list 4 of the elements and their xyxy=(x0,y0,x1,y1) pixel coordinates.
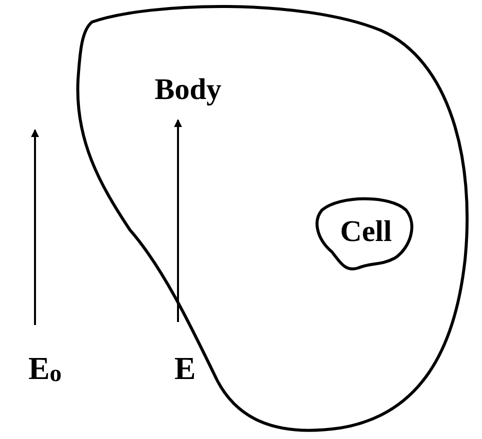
field-label: E$_{o}$ xyxy=(27,349,63,388)
body-label: Body xyxy=(154,72,222,108)
cell-label: Cell xyxy=(339,214,393,250)
field-label: E xyxy=(173,349,197,388)
